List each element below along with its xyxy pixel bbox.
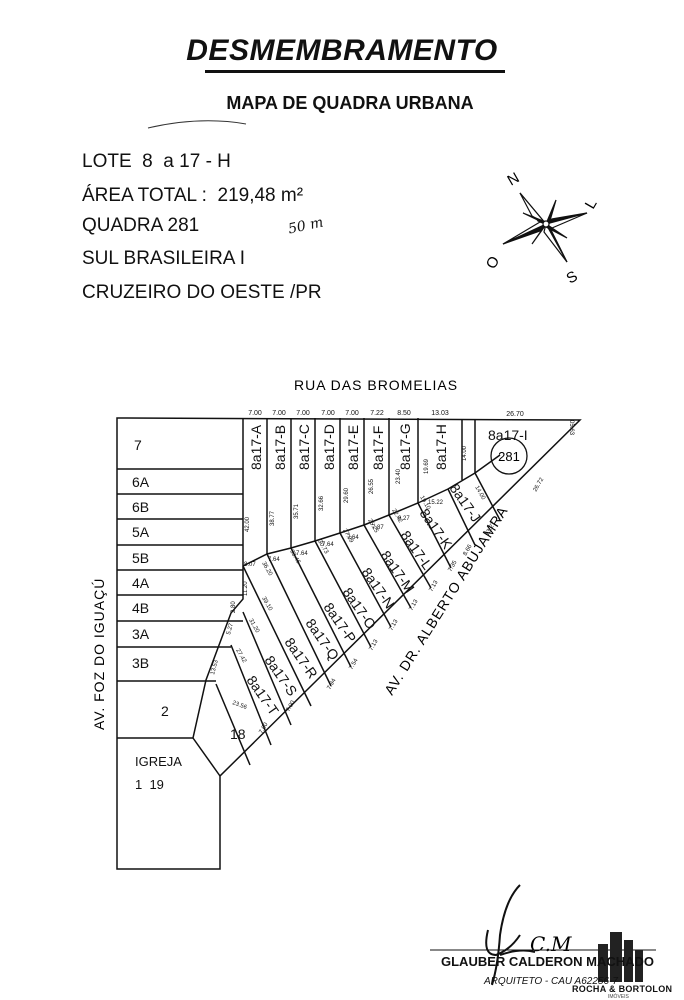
compass-o-label: O [483,253,504,272]
pen-stroke [147,120,247,129]
area-line: ÁREA TOTAL : 219,48 m² [82,185,304,206]
dimension-label: 7.00 [345,410,359,417]
dimension-label: 26.72 [533,476,546,493]
dimension-label: 8.50 [397,410,411,417]
lot-label: 8a17-H [433,424,449,470]
lot-label: 18 [230,726,246,742]
lot-label: 6B [132,499,149,515]
lot-label: 4B [132,600,149,616]
signature-role: ARQUITETO - CAU A62256-7 [484,976,618,987]
lot-label: 8a17-A [248,424,264,470]
quadra-line: QUADRA 281 [82,215,200,236]
dimension-label: 35.71 [294,503,300,519]
dimension-label: 14.00 [473,485,486,502]
signature-mark [485,884,536,986]
dimension-label: 8.07 [244,562,256,568]
dimension-label: 23.56 [231,700,248,711]
dimension-label: 7.00 [272,410,286,417]
document-subtitle: MAPA DE QUADRA URBANA [226,93,474,113]
dimension-label: 7.35 [448,559,459,573]
compass-s-label: S [564,268,581,288]
signature-initials: C.M [530,932,572,956]
lot-label: 8a17-B [272,425,288,470]
dimension-label: 15.22 [428,500,444,506]
lot-label: 8a17-C [296,424,312,470]
dimension-label: 7.94 [327,677,338,691]
dimension-label: 7.64 [296,551,308,557]
lot-label: 3A [132,626,150,642]
dimension-label: 7.64 [322,542,334,548]
quadra-circle [490,437,528,475]
dimension-label: 7.00 [248,410,262,417]
dimension-label: 7.00 [321,410,335,417]
dimension-label: 29.60 [344,487,350,503]
dimension-label: 32.66 [319,495,325,511]
dimension-label: 26.55 [369,478,375,494]
dimension-label: 7.22 [370,410,384,417]
dimension-label: 9.27 [398,516,410,522]
street-top: RUA DAS BROMELIAS [294,377,458,393]
dimension-label: 7.13 [429,579,440,593]
title-underline [205,70,505,73]
lot-label: 8a17-F [370,426,386,470]
dimension-label: 13.03 [431,410,449,417]
dimension-label: 27.99 [341,528,354,545]
compass-l-label: L [582,196,601,212]
dimension-label: 5.27 [226,622,235,635]
dimension-label: 2.80 [231,601,237,613]
logo-text: ROCHA & BORTOLON [572,984,673,994]
lot-label: 8a17-G [397,423,413,470]
lot-label: 7 [134,437,142,453]
dimension-label: 26.70 [506,411,524,418]
dimension-label: 7.13 [409,598,420,612]
lot-label: 4A [132,575,150,591]
igreja-numbers: 1 19 [135,777,164,792]
quadra-number: 281 [498,449,520,464]
lot-label: 8a17-I [488,427,528,443]
dimension-label: 7.00 [296,410,310,417]
lot-label: 8a17-E [345,425,361,470]
compass-n-label: N [505,169,523,189]
lot-label: 3B [132,655,149,671]
dimension-label: 42.00 [245,516,251,532]
igreja-label: IGREJA [135,754,182,769]
dimension-label: 7.54 [349,657,360,671]
signature-name: GLAUBER CALDERON MACHADO [441,954,655,969]
block-outline [116,417,582,870]
dimension-label: 7.00 [259,721,270,735]
dimension-label: 7.64 [347,535,359,541]
dimension-label: 13.53 [210,659,220,676]
cidade-line: CRUZEIRO DO OESTE /PR [82,282,322,303]
lot-label: 2 [161,703,169,719]
dimension-label: 11.20 [243,581,249,596]
lot-label: 5A [132,524,150,540]
dimension-label: 14.00 [462,445,468,461]
logo-subtext: IMÓVEIS [608,994,629,1000]
street-left: AV. FOZ DO IGUAÇÚ [91,578,107,730]
dimension-label: 38.77 [270,510,276,526]
lot-label: 6A [132,474,150,490]
dimension-label: 19.69 [424,458,430,474]
dimension-label: 23.40 [396,468,402,484]
dimension-label: 7.13 [389,618,400,632]
dimension-label: 8.66 [463,543,474,557]
document-title: DESMEMBRAMENTO [186,34,498,67]
bairro-line: SUL BRASILEIRA I [82,248,245,269]
dimension-label: 05.63 [568,420,574,436]
dimension-label: 7.64 [268,557,280,563]
dimension-label: 7.13 [369,638,380,652]
lot-label: 5B [132,550,149,566]
dimension-label: 7.00 [286,699,297,713]
compass-rose-icon [502,192,588,263]
lote-line: LOTE 8 a 17 - H [82,151,231,172]
logo-buildings-icon [598,932,643,982]
lot-label: 8a17-D [321,424,337,470]
dimension-label: 7.87 [372,525,384,531]
